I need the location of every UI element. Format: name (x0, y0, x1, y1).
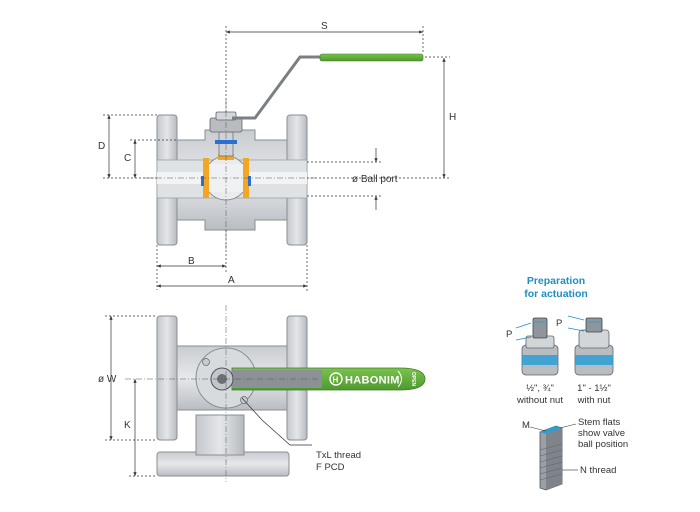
preparation-title-2: for actuation (524, 288, 588, 300)
brand-logo: H HABONIM OPEN (329, 370, 416, 388)
variant-2-size: 1" - 1½" (577, 383, 611, 394)
p-dimension-marks (515, 315, 585, 341)
stem-variant-1 (521, 317, 559, 376)
plan-centerlines (125, 305, 318, 482)
section-centerlines (145, 100, 315, 250)
dim-k-label: K (124, 420, 131, 431)
p-label-2: P (556, 318, 562, 329)
section-view (156, 53, 424, 246)
gasket-right (248, 176, 251, 186)
plan-stop-pin (202, 358, 210, 366)
stem-flats-line-1: Stem flats (578, 417, 620, 428)
stem-flats-line-3: ball position (578, 439, 628, 450)
variant-1-desc: without nut (516, 395, 563, 406)
gasket-left (201, 176, 204, 186)
p-label-1: P (506, 329, 512, 340)
dim-c-label: C (124, 153, 131, 164)
stem-variant-2 (574, 317, 614, 376)
dim-d-label: D (98, 141, 105, 152)
plan-dimension-lines (105, 315, 312, 477)
preparation-title-1: Preparation (527, 275, 585, 287)
svg-text:H: H (333, 376, 339, 385)
stem-flats-line-2: show valve (578, 428, 625, 439)
stem-detail (539, 425, 563, 491)
dim-w-label: ø W (98, 374, 117, 385)
dim-a-label: A (228, 275, 235, 286)
f-pcd-label: F PCD (316, 462, 345, 473)
brand-name: HABONIM (345, 375, 400, 387)
plan-view (156, 315, 426, 477)
preparation-panel: Preparation for actuation P P ½", ¾" (506, 275, 628, 491)
dim-b-label: B (188, 256, 195, 267)
variant-1-size: ½", ¾" (526, 383, 554, 394)
n-thread-label: N thread (580, 465, 616, 476)
bottom-port (195, 414, 245, 456)
section-dimension-lines (103, 26, 450, 292)
handle-rod (232, 55, 330, 120)
dim-h-label: H (449, 112, 456, 123)
m-label: M (522, 420, 530, 431)
dim-ball-port-label: ø Ball port (352, 174, 398, 185)
mounting-pad (156, 451, 290, 477)
txl-thread-label: TxL thread (316, 450, 361, 461)
brand-open: OPEN (410, 372, 416, 387)
dim-s-label: S (321, 21, 328, 32)
stem-leaders (529, 423, 578, 471)
plan-left-flange (156, 315, 178, 441)
variant-2-desc: with nut (577, 395, 611, 406)
handle-grip (319, 53, 424, 62)
